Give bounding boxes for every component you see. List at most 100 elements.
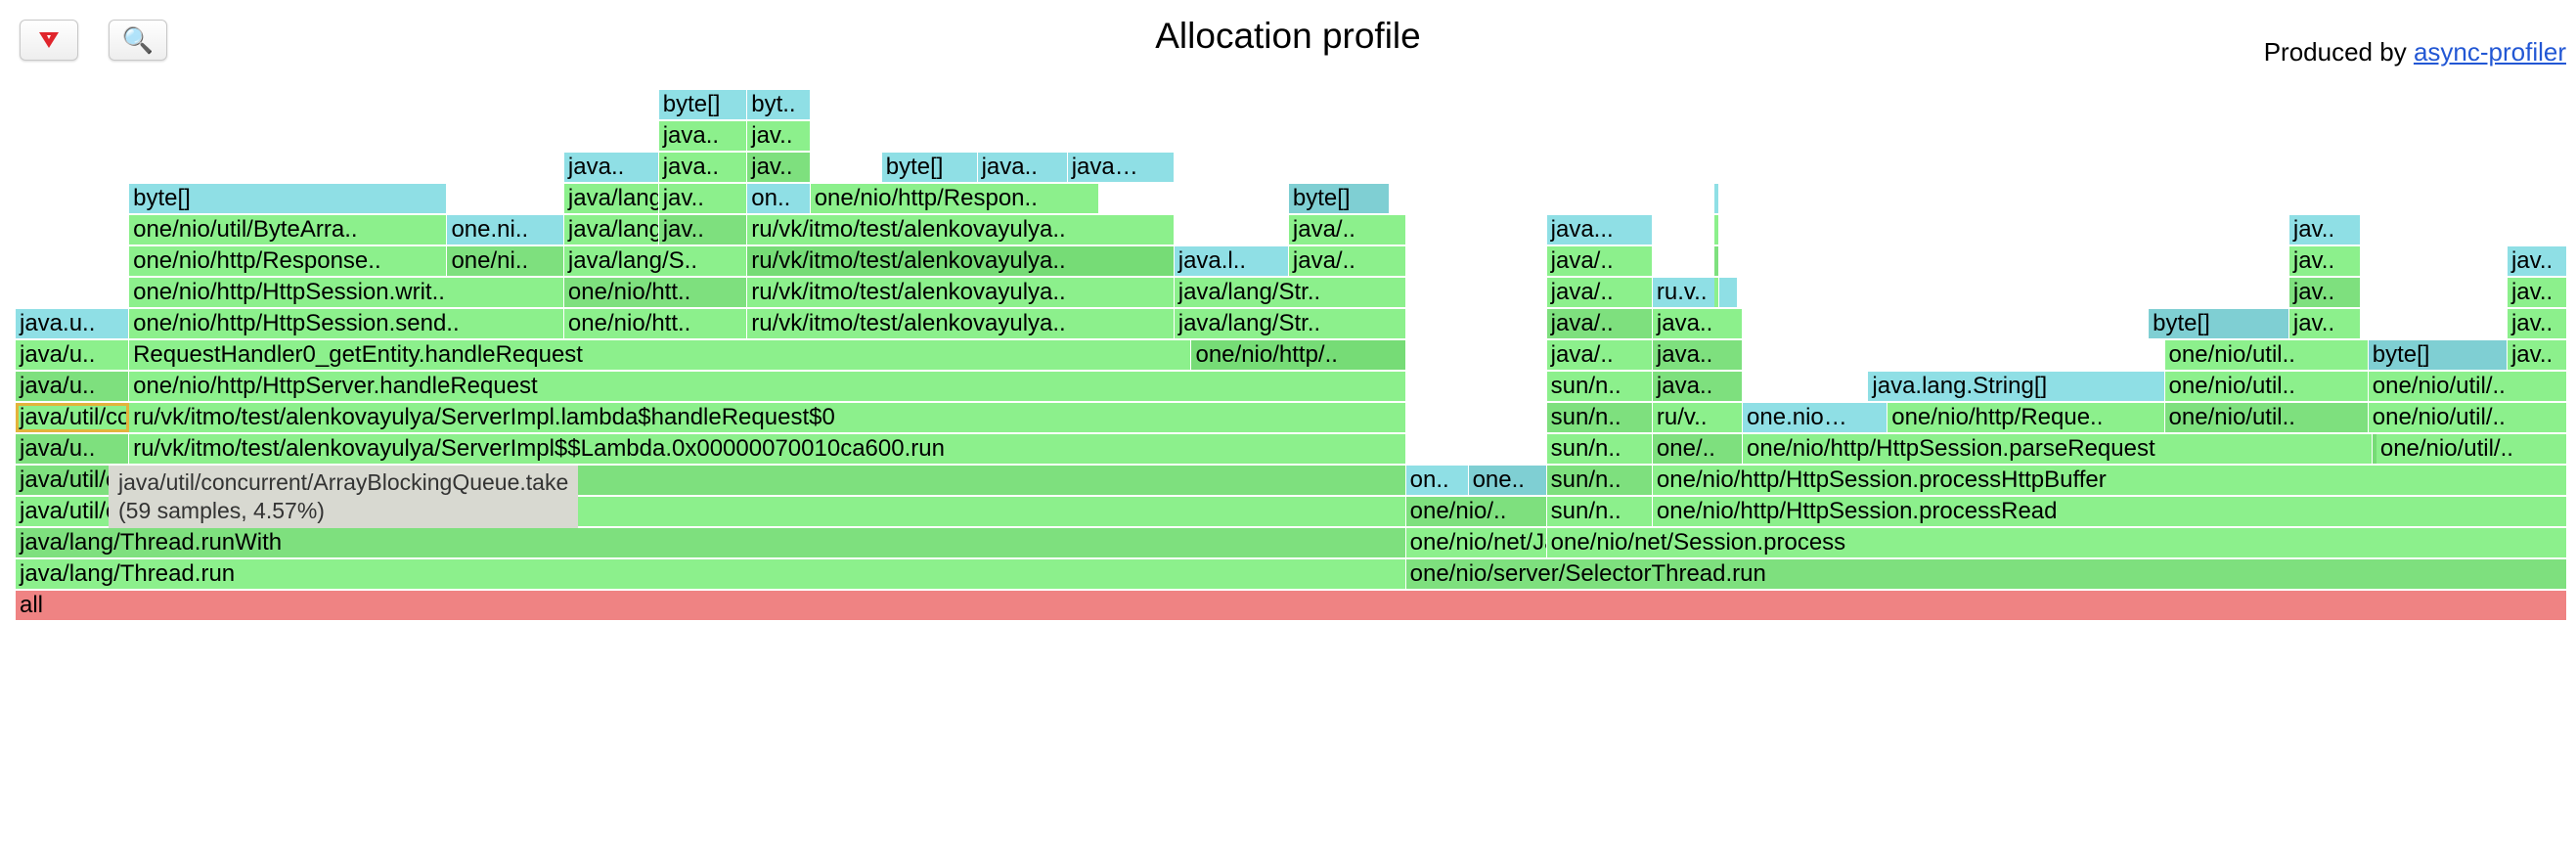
flame-frame[interactable]: jav.. xyxy=(2288,246,2361,276)
flame-frame[interactable]: ru/vk/itmo/test/alenkovayulya.. xyxy=(747,278,1175,307)
flame-frame[interactable]: java/.. xyxy=(1546,278,1653,307)
flame-frame[interactable]: byt.. xyxy=(747,90,811,119)
flame-frame-root[interactable]: all xyxy=(16,591,2567,620)
flame-frame[interactable]: java.. xyxy=(977,153,1068,182)
flame-frame[interactable]: one/nio/http/HttpSession.send.. xyxy=(129,309,564,338)
flame-frame[interactable]: java/lang/Str.. xyxy=(1174,309,1406,338)
flame-frame[interactable]: jav.. xyxy=(2288,278,2361,307)
flame-frame[interactable]: java.. xyxy=(1652,372,1744,401)
flame-frame[interactable] xyxy=(1713,184,1719,213)
flame-frame[interactable]: jav.. xyxy=(2507,246,2567,276)
flame-frame[interactable]: java/.. xyxy=(1288,246,1406,276)
flame-frame[interactable]: java.. xyxy=(563,153,659,182)
flame-frame[interactable]: sun/n.. xyxy=(1546,497,1653,526)
flame-frame[interactable]: one/nio/net/Jav.. xyxy=(1405,528,1547,557)
async-profiler-link[interactable]: async-profiler xyxy=(2413,37,2566,67)
flame-frame[interactable]: ru/v.. xyxy=(1652,403,1744,432)
flame-frame[interactable]: one/nio/http/Reque.. xyxy=(1888,403,2165,432)
flame-frame[interactable]: sun/n.. xyxy=(1546,466,1653,495)
flame-frame[interactable]: on.. xyxy=(747,184,811,213)
flame-frame[interactable]: one/nio/http/HttpSession.writ.. xyxy=(129,278,564,307)
flame-frame[interactable]: one.nio… xyxy=(1743,403,1888,432)
flame-frame[interactable]: ru/vk/itmo/test/alenkovayulya/ServerImpl… xyxy=(129,434,1406,464)
flame-frame[interactable] xyxy=(1713,215,1719,245)
flame-frame[interactable]: java/lang/S.. xyxy=(563,184,659,213)
flame-frame[interactable]: java.lang.String[] xyxy=(1868,372,2165,401)
flame-frame[interactable]: on.. xyxy=(1405,466,1469,495)
flame-frame[interactable]: java/lang/Thread.run xyxy=(16,559,1406,589)
flame-frame[interactable]: ru.v.. xyxy=(1652,278,1738,307)
flame-frame[interactable]: jav.. xyxy=(747,121,811,151)
flame-frame[interactable]: one/nio/util.. xyxy=(2164,340,2369,370)
flame-frame[interactable]: one/nio/http/HttpSession.processHttpBuff… xyxy=(1652,466,2567,495)
flame-frame[interactable]: java.. xyxy=(658,121,748,151)
flame-frame[interactable]: ru/vk/itmo/test/alenkovayulya.. xyxy=(747,246,1175,276)
flame-frame[interactable]: byte[] xyxy=(881,153,978,182)
flame-frame[interactable]: jav.. xyxy=(2288,309,2361,338)
flame-frame[interactable]: one/ni.. xyxy=(447,246,564,276)
flame-frame[interactable]: java/lang/S.. xyxy=(563,215,659,245)
flame-frame[interactable]: one/nio/util/.. xyxy=(2376,434,2567,464)
flame-frame[interactable]: jav.. xyxy=(2507,309,2567,338)
flame-frame[interactable]: one/nio/http/HttpSession.parseRequest xyxy=(1743,434,2373,464)
flame-frame[interactable]: java... xyxy=(1546,215,1653,245)
flame-frame[interactable]: jav.. xyxy=(658,184,748,213)
flame-frame[interactable]: one/nio/util/.. xyxy=(2368,403,2567,432)
flame-frame[interactable]: RequestHandler0_getEntity.handleRequest xyxy=(129,340,1192,370)
flame-frame[interactable]: one/nio/http/Respon.. xyxy=(810,184,1100,213)
flame-frame[interactable]: jav.. xyxy=(658,215,748,245)
flame-frame[interactable] xyxy=(1713,246,1719,276)
flame-frame[interactable]: one/nio/htt.. xyxy=(563,278,748,307)
flame-frame[interactable]: ru/vk/itmo/test/alenkovayulya/ServerImpl… xyxy=(129,403,1406,432)
flame-frame[interactable] xyxy=(1713,278,1719,307)
flame-frame[interactable]: one/nio/htt.. xyxy=(563,309,748,338)
flame-frame[interactable]: one/nio/util/.. xyxy=(2368,372,2567,401)
flame-frame[interactable]: one/nio/server/SelectorThread.run xyxy=(1405,559,2567,589)
flame-frame[interactable]: one.ni.. xyxy=(447,215,564,245)
flame-frame[interactable]: java/u.. xyxy=(16,372,130,401)
flame-frame[interactable]: jav.. xyxy=(2288,215,2361,245)
flame-frame[interactable]: java/u.. xyxy=(16,434,130,464)
flame-frame[interactable]: byte[] xyxy=(1288,184,1390,213)
flame-frame[interactable]: one/nio/http/HttpSession.processRead xyxy=(1652,497,2567,526)
flame-frame[interactable]: java.. xyxy=(1652,340,1744,370)
flame-frame[interactable]: java.u.. xyxy=(16,309,130,338)
flame-frame[interactable]: one/nio/net/Session.process xyxy=(1546,528,2567,557)
flame-frame[interactable]: jav.. xyxy=(2507,340,2567,370)
flame-frame[interactable]: java/.. xyxy=(1546,309,1653,338)
flame-frame[interactable]: ru/vk/itmo/test/alenkovayulya.. xyxy=(747,215,1175,245)
flame-frame[interactable]: java/lang/S.. xyxy=(563,246,748,276)
flame-frame[interactable]: java/util/concurrent/ArrayBlockingQueue.… xyxy=(16,403,130,432)
flame-frame[interactable]: java/u.. xyxy=(16,340,130,370)
flame-frame[interactable]: java/lang/Thread.runWith xyxy=(16,528,1406,557)
flame-frame[interactable]: java/.. xyxy=(1288,215,1406,245)
flame-frame[interactable]: java/.. xyxy=(1546,246,1653,276)
flame-frame[interactable]: one/nio/util.. xyxy=(2164,372,2369,401)
reverse-button[interactable] xyxy=(20,20,78,61)
flame-frame[interactable]: byte[] xyxy=(129,184,448,213)
flame-frame[interactable]: sun/n.. xyxy=(1546,372,1653,401)
flame-frame[interactable]: java.. xyxy=(1652,309,1744,338)
flame-frame[interactable]: java/.. xyxy=(1546,340,1653,370)
flame-frame[interactable]: jav.. xyxy=(2507,278,2567,307)
flame-frame[interactable]: java.. xyxy=(658,153,748,182)
flame-frame[interactable]: one/nio/http/Response.. xyxy=(129,246,448,276)
flame-frame[interactable]: ru/vk/itmo/test/alenkovayulya.. xyxy=(747,309,1175,338)
flame-frame[interactable]: jav.. xyxy=(747,153,811,182)
flame-frame[interactable]: one/nio/util.. xyxy=(2164,403,2369,432)
flame-frame[interactable]: java.l.. xyxy=(1174,246,1289,276)
flame-frame[interactable]: one/.. xyxy=(1652,434,1744,464)
flame-frame[interactable]: java/lang/Str.. xyxy=(1174,278,1406,307)
flame-frame[interactable]: java… xyxy=(1067,153,1175,182)
flame-frame[interactable]: one/nio/http/HttpServer.handleRequest xyxy=(129,372,1406,401)
flame-frame[interactable]: sun/n.. xyxy=(1546,434,1653,464)
flame-frame[interactable]: one.. xyxy=(1468,466,1547,495)
flame-frame[interactable]: one/nio/util/ByteArra.. xyxy=(129,215,448,245)
flame-frame[interactable]: byte[] xyxy=(2368,340,2508,370)
flame-frame[interactable]: byte[] xyxy=(2149,309,2289,338)
flame-frame[interactable]: one/nio/http/.. xyxy=(1191,340,1406,370)
search-button[interactable]: 🔍 xyxy=(109,20,167,61)
flame-frame[interactable]: byte[] xyxy=(658,90,748,119)
flame-frame[interactable]: one/nio/.. xyxy=(1405,497,1547,526)
